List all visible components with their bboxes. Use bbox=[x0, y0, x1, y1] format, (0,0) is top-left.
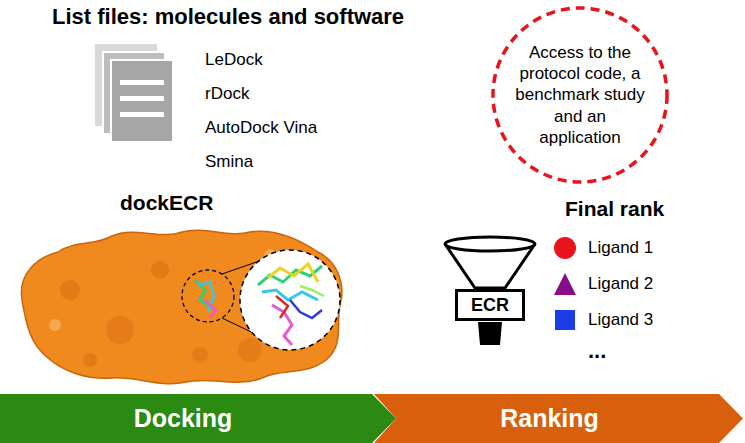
software-name: AutoDock Vina bbox=[205, 118, 317, 138]
ranking-band: Ranking bbox=[374, 394, 745, 443]
ellipsis: ... bbox=[588, 338, 606, 364]
section-heading: dockECR bbox=[120, 190, 213, 215]
legend-text: Ligand 1 bbox=[588, 237, 653, 259]
docking-band: Docking bbox=[0, 394, 396, 443]
legend-text: Ligand 3 bbox=[588, 309, 653, 331]
node-text: Ranking bbox=[500, 403, 599, 434]
legend-swatch bbox=[553, 272, 577, 296]
section-heading: Final rank bbox=[565, 196, 664, 221]
software-name: LeDock bbox=[205, 50, 263, 70]
dashed-circle: Access to the protocol code, a benchmark… bbox=[490, 5, 670, 185]
funnel-icon bbox=[445, 237, 535, 345]
legend-swatch bbox=[553, 236, 577, 260]
legend-text: Ligand 2 bbox=[588, 273, 653, 295]
legend-swatch bbox=[553, 308, 577, 332]
node-text: Docking bbox=[134, 403, 233, 434]
section-heading: List files: molecules and software bbox=[52, 4, 404, 30]
software-name: rDock bbox=[205, 84, 249, 104]
ecr-box: ECR bbox=[455, 289, 525, 321]
document-icon bbox=[95, 44, 173, 142]
node-text: ECR bbox=[471, 294, 509, 317]
software-name: Smina bbox=[205, 152, 253, 172]
zoom-inset bbox=[240, 250, 340, 350]
protein-surface bbox=[21, 230, 342, 383]
node-text: Access to the protocol code, a benchmark… bbox=[514, 42, 646, 148]
